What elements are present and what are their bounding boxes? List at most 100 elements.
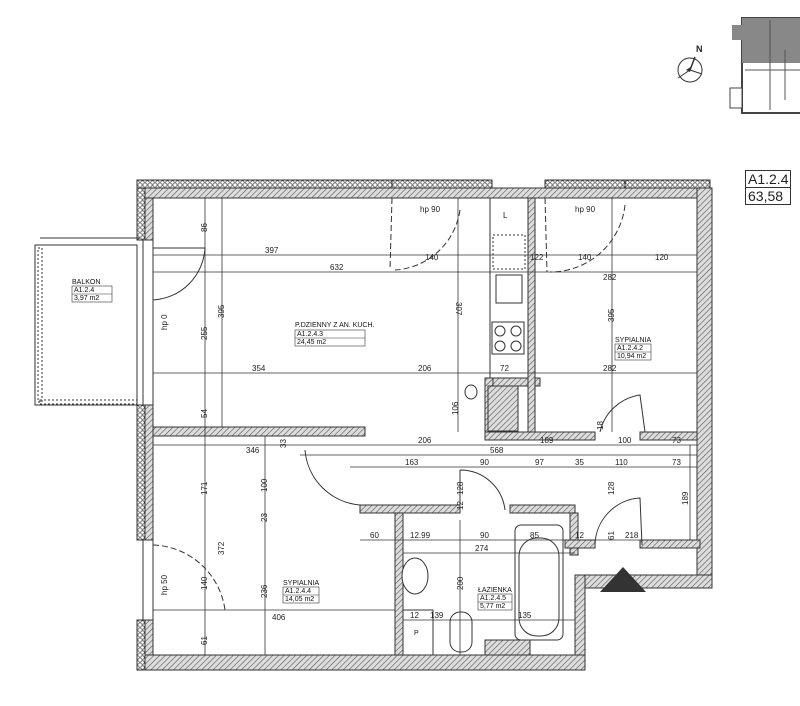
dimension-label: 60 [370, 531, 379, 540]
room-id: A1.2.4.5 [480, 595, 506, 602]
dimension-label: 120 [655, 253, 669, 262]
bathroom: P [401, 524, 564, 656]
room-id: A1.2.4.3 [297, 331, 323, 338]
room-area: 14,05 m2 [285, 596, 314, 603]
dimension-label: 73 [672, 436, 681, 445]
window-height-label: hp 0 [160, 314, 169, 330]
room-id: A1.2.4.4 [285, 588, 311, 595]
room-area: 24,45 m2 [297, 339, 326, 346]
dimension-label: 12 [456, 501, 465, 510]
dimension-label: 33 [279, 439, 288, 448]
room-label-bedroom-2: SYPIALNIA A1.2.4.4 14,05 m2 [282, 580, 320, 604]
dimension-label: 372 [217, 541, 226, 555]
window-height-label: hp 50 [160, 574, 169, 595]
dimension-label: 122 [530, 253, 544, 262]
dimension-label: 61 [200, 636, 209, 645]
room-name: SYPIALNIA [283, 580, 320, 587]
stove-icon [491, 321, 525, 355]
dimension-label: 395 [217, 304, 226, 318]
room-name: P.DZIENNY Z AN. KUCH. [295, 322, 375, 329]
dimension-label: 139 [430, 611, 444, 620]
compass-icon: N [677, 44, 703, 83]
balcony [34, 237, 140, 406]
dimension-label: 282 [603, 364, 617, 373]
room-id: A1.2.4.2 [617, 345, 643, 352]
dimension-label: 90 [480, 531, 489, 540]
dimension-label: 90 [480, 458, 489, 467]
dimension-label: 282 [603, 273, 617, 282]
dimension-label: 86 [200, 223, 209, 232]
dimension-label: 23 [260, 513, 269, 522]
dimension-label: 200 [456, 576, 465, 590]
dimension-label: 206 [418, 364, 432, 373]
dimension-label: 632 [330, 263, 344, 272]
room-area: 3,97 m2 [74, 295, 99, 302]
dimension-lines [153, 198, 697, 655]
washbasin-icon [401, 557, 429, 595]
dimension-label: 106 [451, 401, 460, 415]
doors [142, 197, 646, 621]
dimension-label: 140 [578, 253, 592, 262]
key-plan-thumbnail [729, 17, 800, 114]
dimension-label: 406 [272, 613, 286, 622]
room-name: ŁAZIENKA [478, 587, 512, 594]
compass-north-label: N [696, 44, 703, 54]
room-area: 10,94 m2 [617, 353, 646, 360]
unit-info-box: A1.2.4 63,58 [745, 170, 792, 205]
dimension-label: 189 [540, 436, 554, 445]
dimension-label: 85 [530, 531, 539, 540]
dimension-label: 12 [410, 611, 419, 620]
dimension-label: 54 [200, 409, 209, 418]
room-id: A1.2.4 [74, 287, 94, 294]
dimension-label: 354 [252, 364, 266, 373]
room-label-balkon: BALKON A1.2.4 3,97 m2 [71, 279, 113, 303]
toilet-icon [449, 611, 473, 653]
dimension-label: 100 [618, 436, 632, 445]
room-area: 5,77 m2 [480, 603, 505, 610]
dimension-label: 255 [200, 326, 209, 340]
unit-area: 63,58 [748, 188, 784, 204]
dimension-label: 35 [575, 458, 584, 467]
dimension-label: 128 [607, 481, 616, 495]
dimension-label: 18 [596, 421, 605, 430]
boiler-label: P [414, 630, 419, 637]
dimension-label: 73 [672, 458, 681, 467]
dimension-label: 135 [518, 611, 532, 620]
dimension-label: 110 [615, 458, 628, 467]
dimension-label: 171 [200, 481, 209, 495]
window-height-label: hp 90 [575, 205, 596, 214]
dimension-label: 274 [475, 544, 489, 553]
dimension-label: 189 [681, 491, 690, 505]
room-name: BALKON [72, 279, 100, 286]
fridge-label: L [503, 211, 508, 220]
dimension-label: 236 [260, 584, 269, 598]
dimension-label: 307 [454, 302, 463, 316]
dimension-label: 397 [265, 246, 279, 255]
dimension-label: 61 [607, 531, 616, 540]
entrance-triangle-icon [600, 567, 646, 592]
dimension-label: 163 [405, 458, 419, 467]
room-name: SYPIALNIA [615, 337, 652, 344]
room-label-bedroom-1: SYPIALNIA A1.2.4.2 10,94 m2 [614, 337, 652, 361]
dimension-labels: 86 397 632 140 122 140 120 282 255 395 3… [160, 205, 690, 645]
dimension-label: 346 [246, 446, 260, 455]
window-height-label: hp 90 [420, 205, 441, 214]
dimension-label: 206 [418, 436, 432, 445]
dimension-label: 395 [607, 308, 616, 322]
dimension-label: 12.99 [410, 531, 431, 540]
dimension-label: 97 [535, 458, 544, 467]
dimension-label: 140 [425, 253, 439, 262]
room-label-bathroom: ŁAZIENKA A1.2.4.5 5,77 m2 [477, 587, 513, 611]
kitchen: L [464, 197, 529, 432]
dimension-label: 218 [625, 531, 639, 540]
room-label-living: P.DZIENNY Z AN. KUCH. A1.2.4.3 24,45 m2 [294, 322, 375, 347]
unit-id: A1.2.4 [746, 171, 791, 188]
dimension-label: 128 [456, 481, 465, 495]
gas-riser-icon [464, 384, 478, 400]
dimension-label: 140 [200, 576, 209, 590]
dimension-label: 568 [490, 446, 504, 455]
outer-walls [136, 179, 713, 671]
dimension-label: 72 [500, 364, 509, 373]
dimension-label: 100 [260, 478, 269, 492]
